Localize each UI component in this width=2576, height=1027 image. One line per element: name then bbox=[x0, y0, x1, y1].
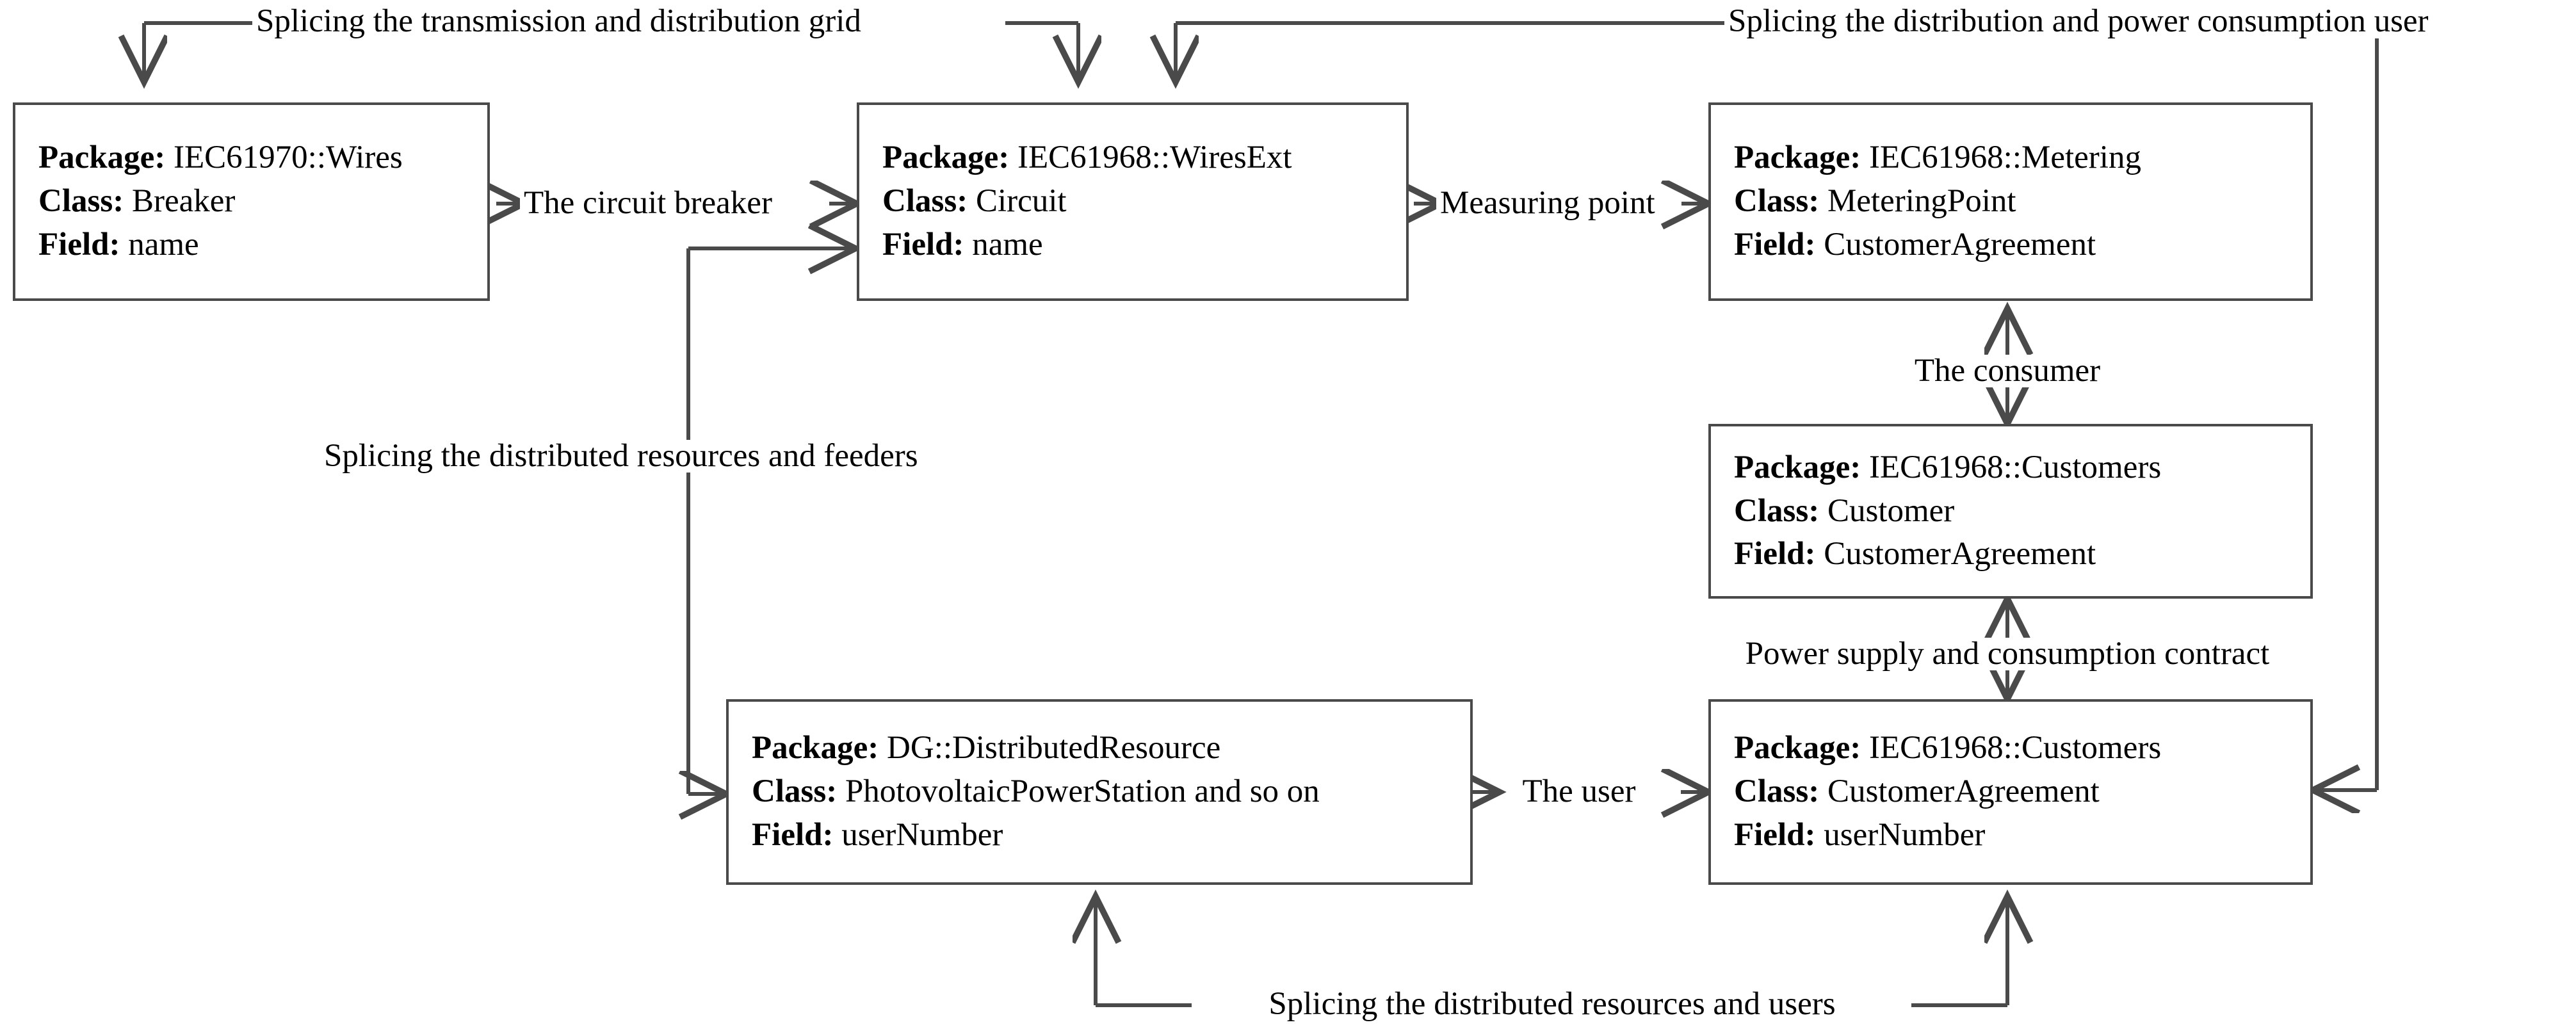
field-value: name bbox=[128, 226, 199, 263]
box-circuit[interactable]: Package: IEC61968::WiresExt Class: Circu… bbox=[857, 102, 1409, 301]
package-key: Package: bbox=[1734, 449, 1870, 485]
package-value: IEC61968::Customers bbox=[1869, 730, 2162, 766]
box-dg-class-row: Class: PhotovoltaicPowerStation and so o… bbox=[752, 770, 1470, 814]
class-key: Class: bbox=[752, 773, 845, 810]
package-value: DG::DistributedResource bbox=[887, 730, 1221, 766]
package-key: Package: bbox=[1734, 140, 1870, 176]
package-key: Package: bbox=[1734, 730, 1870, 766]
package-key: Package: bbox=[38, 140, 174, 176]
class-value: Circuit bbox=[975, 183, 1067, 220]
box-agreement-package-row: Package: IEC61968::Customers bbox=[1734, 727, 2310, 770]
field-value: userNumber bbox=[1824, 816, 1986, 853]
label-distributed-resources-feeders: Splicing the distributed resources and f… bbox=[320, 440, 922, 473]
label-circuit-breaker: The circuit breaker bbox=[520, 187, 776, 220]
box-customer-package-row: Package: IEC61968::Customers bbox=[1734, 446, 2310, 490]
box-breaker-package-row: Package: IEC61970::Wires bbox=[38, 136, 487, 180]
box-agreement-field-row: Field: userNumber bbox=[1734, 814, 2310, 857]
package-value: IEC61968::WiresExt bbox=[1017, 140, 1292, 176]
box-metering-class-row: Class: MeteringPoint bbox=[1734, 180, 2310, 223]
box-customer-class-row: Class: Customer bbox=[1734, 490, 2310, 533]
box-customer-agreement[interactable]: Package: IEC61968::Customers Class: Cust… bbox=[1708, 699, 2313, 885]
box-metering-package-row: Package: IEC61968::Metering bbox=[1734, 136, 2310, 180]
label-the-consumer: The consumer bbox=[1910, 355, 2105, 387]
field-key: Field: bbox=[882, 226, 973, 263]
field-value: CustomerAgreement bbox=[1824, 226, 2096, 263]
box-metering-field-row: Field: CustomerAgreement bbox=[1734, 223, 2310, 267]
box-circuit-field-row: Field: name bbox=[882, 223, 1406, 267]
class-value: MeteringPoint bbox=[1827, 183, 2016, 220]
class-value: PhotovoltaicPowerStation and so on bbox=[845, 773, 1320, 810]
field-key: Field: bbox=[38, 226, 129, 263]
field-value: CustomerAgreement bbox=[1824, 536, 2096, 572]
box-circuit-class-row: Class: Circuit bbox=[882, 180, 1406, 223]
class-key: Class: bbox=[1734, 773, 1827, 810]
label-distributed-resources-users: Splicing the distributed resources and u… bbox=[1265, 988, 1840, 1021]
box-distributed-resource[interactable]: Package: DG::DistributedResource Class: … bbox=[726, 699, 1473, 885]
field-key: Field: bbox=[1734, 816, 1824, 853]
label-measuring-point: Measuring point bbox=[1436, 187, 1659, 220]
box-agreement-class-row: Class: CustomerAgreement bbox=[1734, 770, 2310, 814]
box-customer[interactable]: Package: IEC61968::Customers Class: Cust… bbox=[1708, 424, 2313, 599]
class-key: Class: bbox=[1734, 492, 1827, 529]
package-value: IEC61968::Customers bbox=[1869, 449, 2162, 485]
box-dg-field-row: Field: userNumber bbox=[752, 814, 1470, 857]
label-power-supply-contract: Power supply and consumption contract bbox=[1741, 638, 2274, 670]
box-customer-field-row: Field: CustomerAgreement bbox=[1734, 533, 2310, 576]
field-key: Field: bbox=[1734, 226, 1824, 263]
package-key: Package: bbox=[882, 140, 1018, 176]
package-value: IEC61968::Metering bbox=[1869, 140, 2141, 176]
class-value: Breaker bbox=[131, 183, 236, 220]
box-breaker-class-row: Class: Breaker bbox=[38, 180, 487, 223]
class-value: Customer bbox=[1827, 492, 1955, 529]
label-distribution-consumption-user: Splicing the distribution and power cons… bbox=[1724, 5, 2433, 38]
package-key: Package: bbox=[752, 730, 887, 766]
field-value: userNumber bbox=[841, 816, 1003, 853]
box-breaker[interactable]: Package: IEC61970::Wires Class: Breaker … bbox=[13, 102, 490, 301]
class-key: Class: bbox=[882, 183, 976, 220]
class-value: CustomerAgreement bbox=[1827, 773, 2100, 810]
box-metering[interactable]: Package: IEC61968::Metering Class: Meter… bbox=[1708, 102, 2313, 301]
class-key: Class: bbox=[1734, 183, 1827, 220]
field-value: name bbox=[972, 226, 1043, 263]
box-breaker-field-row: Field: name bbox=[38, 223, 487, 267]
package-value: IEC61970::Wires bbox=[174, 140, 403, 176]
box-circuit-package-row: Package: IEC61968::WiresExt bbox=[882, 136, 1406, 180]
class-key: Class: bbox=[38, 183, 132, 220]
label-the-user: The user bbox=[1518, 775, 1640, 808]
field-key: Field: bbox=[1734, 536, 1824, 572]
box-dg-package-row: Package: DG::DistributedResource bbox=[752, 727, 1470, 770]
label-transmission-distribution: Splicing the transmission and distributi… bbox=[252, 5, 865, 38]
field-key: Field: bbox=[752, 816, 842, 853]
